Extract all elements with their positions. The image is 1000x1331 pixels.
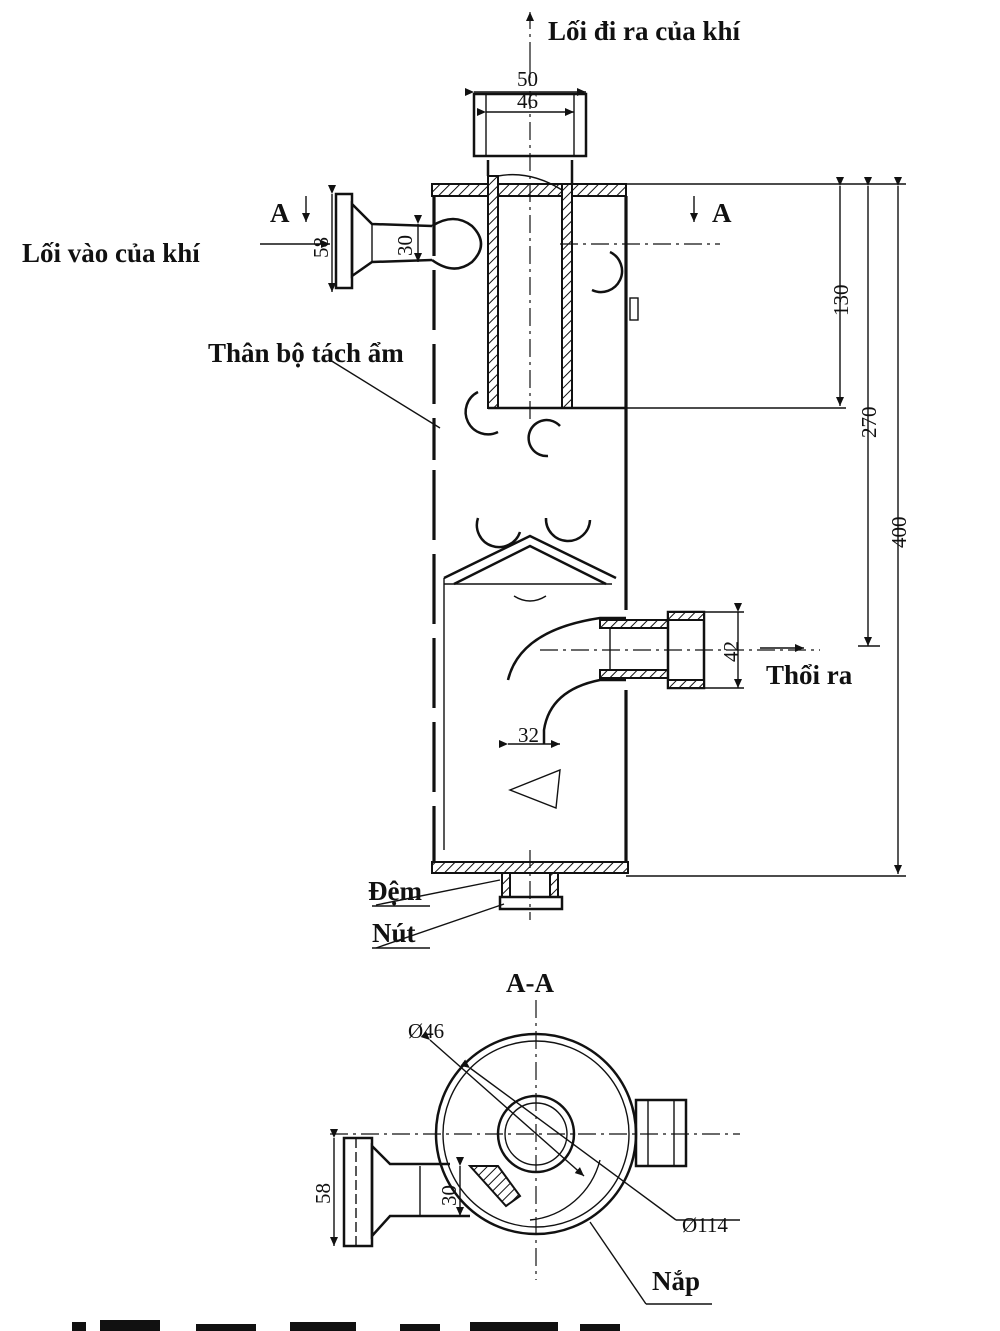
gas-outlet-label: Lối đi ra của khí (548, 16, 741, 46)
height-400-dim: 400 (887, 517, 911, 549)
drain-label: Thổi ra (766, 660, 853, 690)
drain-pipe (506, 610, 820, 809)
section-cut-markers: A A (270, 196, 732, 245)
height-130-dim: 130 (829, 285, 853, 317)
section-a-a-view: A-A 58 30 Ø46 Ø114 Nắ (311, 968, 740, 1305)
section-title: A-A (506, 968, 554, 998)
cone-baffle (443, 534, 617, 850)
plug-label: Nút (372, 918, 416, 948)
outlet-inner-dim: 46 (517, 89, 538, 113)
inlet-flange-dim: 58 (309, 237, 333, 258)
gas-inlet-label: Lối vào của khí (22, 238, 200, 268)
height-270-dim: 270 (857, 407, 881, 439)
section-mark-right: A (712, 198, 732, 228)
section-dimensions: 58 30 Ø46 Ø114 (311, 1019, 740, 1246)
height-dimensions: 130 270 400 (626, 177, 911, 877)
baffles (464, 250, 639, 549)
bottom-plug (498, 850, 564, 920)
drain-dimensions: 42 32 (499, 603, 744, 748)
inner-bend-dim: 32 (518, 723, 539, 747)
cover-label: Nắp (652, 1266, 700, 1296)
section-inner-dia-dim: Ø46 (408, 1019, 444, 1043)
elevation-view: Lối đi ra của khí 50 46 Lối vào của khí … (22, 12, 911, 949)
gasket-label: Đệm (368, 876, 422, 906)
separator-body (432, 196, 628, 862)
body-label: Thân bộ tách ẩm (208, 338, 404, 368)
drain-diameter-dim: 42 (719, 641, 743, 662)
gas-outlet-pipe (472, 92, 626, 410)
section-flange-dim: 58 (311, 1183, 335, 1204)
outlet-dimensions: 50 46 (465, 67, 586, 116)
leader-lines (329, 359, 505, 949)
top-cover-plate (431, 183, 627, 197)
section-outer-dia-dim: Ø114 (682, 1213, 728, 1237)
gas-inlet-pipe (334, 192, 483, 290)
section-pipe-dim: 30 (437, 1185, 461, 1206)
outlet-outer-dim: 50 (517, 67, 538, 91)
section-mark-left: A (270, 198, 290, 228)
inlet-pipe-dim: 30 (393, 235, 417, 256)
inlet-dimensions: 58 30 (309, 185, 422, 292)
caption-fragment (72, 1320, 620, 1331)
